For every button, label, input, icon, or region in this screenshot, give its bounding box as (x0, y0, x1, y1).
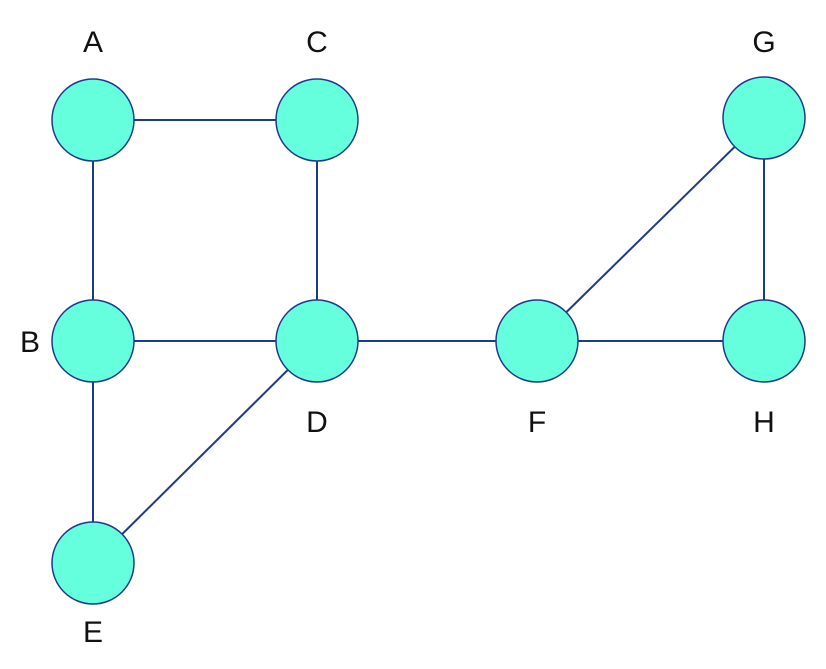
node-label-h: H (753, 406, 775, 439)
node-label-b: B (20, 326, 40, 359)
node-label-d: D (306, 406, 328, 439)
edge-d-e (92, 340, 318, 564)
edge-f-g (536, 117, 765, 342)
nodes-group (51, 76, 806, 605)
node-f (495, 299, 579, 383)
labels-group: A B C D E F G H (20, 26, 776, 649)
node-label-a: A (83, 26, 103, 59)
node-label-e: E (83, 616, 103, 649)
node-c (275, 78, 359, 162)
node-d (275, 299, 359, 383)
node-label-g: G (752, 26, 775, 59)
node-label-f: F (528, 406, 546, 439)
node-label-c: C (306, 26, 328, 59)
node-e (51, 521, 135, 605)
node-g (722, 76, 806, 160)
node-b (51, 299, 135, 383)
edges-group (92, 117, 765, 564)
node-a (51, 78, 135, 162)
node-h (722, 299, 806, 383)
